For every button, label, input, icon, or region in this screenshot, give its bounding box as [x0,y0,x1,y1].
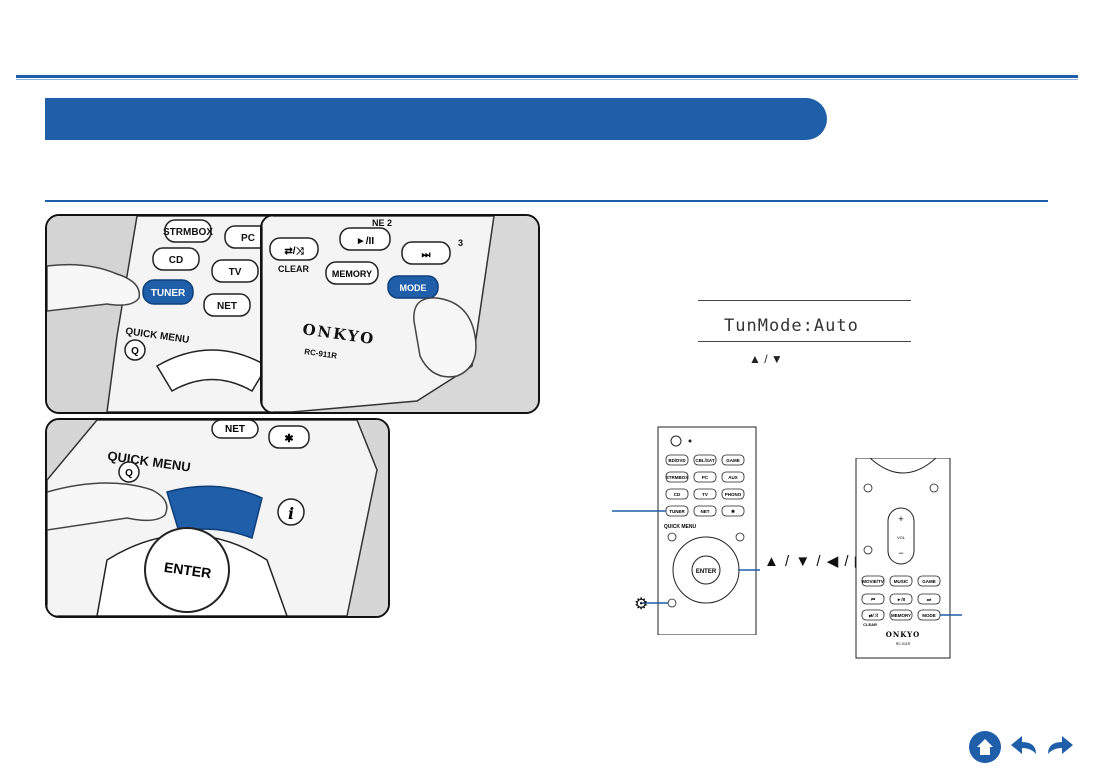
remote2-key-prev: ⏮ [871,597,875,602]
display-rule-bottom [698,341,911,342]
net-label: NET [225,424,245,435]
forward-arrow-icon [1048,736,1073,754]
info-label: i [288,504,294,523]
cursor-keys-callout: ▲ / ▼ / ◀ / ▶ [764,553,868,570]
remote-key-phono: PHONO [725,492,742,497]
tv-label: TV [229,267,242,278]
q-label: Q [125,468,133,479]
header-rule-thin [16,79,1078,80]
svg-text:−: − [898,548,903,558]
q-label: Q [131,346,139,357]
photo-mode-press: NE 2 3 ►/II ⏭ ⇄/⤨ CLEAR MEMORY MODE ONKY… [260,214,540,414]
display-rule-top [698,300,911,301]
svg-text:+: + [898,514,903,524]
remote-key-bd: BD/DVD [668,458,686,463]
mode-key[interactable] [387,275,439,299]
photo-tuner-press: STRMBOX PC CD TV TUNER NET QUICK MENU Q … [45,214,295,414]
strmbox-label: STRMBOX [163,227,213,238]
display-readout: TunMode:Auto [724,316,859,336]
tuner-label: TUNER [151,288,186,299]
q-key[interactable] [118,461,140,483]
finger [413,297,477,378]
remote2-key-play: ►/II [897,597,905,602]
net-key[interactable] [203,293,251,317]
remote-quick-menu: QUICK MENU [664,524,697,530]
zone-num: 3 [458,238,463,248]
info-key[interactable] [277,498,305,526]
remote2-key-movie: MOVIE/TV [862,579,884,584]
section-banner [45,98,827,140]
back-arrow-icon [1011,736,1036,754]
remote2-key-next: ⏭ [927,597,932,602]
remote-vol-label: VOL [897,535,906,540]
strmbox-key[interactable] [164,219,212,243]
remote-key-tv: TV [702,492,708,497]
enter-label: ENTER [163,559,212,581]
remote2-brand: ONKYO [886,630,921,639]
remote-key-game: GAME [726,458,740,463]
repeat-key[interactable] [269,237,319,261]
remote2-key-mode: MODE [922,613,936,618]
tv-key[interactable] [211,259,259,283]
finger [47,263,141,312]
svg-text:⏭: ⏭ [422,250,431,261]
remote-key-cd: CD [674,492,681,497]
remote2-clear-label: CLEAR [863,622,877,627]
remote2-key-memory: MEMORY [891,613,911,618]
finger [47,482,168,531]
remote-key-pc: PC [702,475,709,480]
remote-enter-label: ENTER [696,569,717,575]
memory-label: MEMORY [332,269,372,279]
remote-lower-illustration: + VOL − MOVIE/TV MUSIC GAME ⏮ ►/II ⏭ ⇄/⤨… [855,458,962,659]
remote2-key-music: MUSIC [894,579,909,584]
gear-icon: ⚙ [634,596,649,613]
remote-illustration: BD/DVD CBL/SAT GAME STRMBOX PC AUX CD TV… [612,426,760,635]
back-button[interactable] [1008,730,1040,764]
remote-key-bt: ✱ [731,509,736,514]
q-key[interactable] [124,339,146,361]
bluetooth-key[interactable] [268,425,310,449]
remote2-model: RC-911R [896,642,911,646]
header-rule [16,75,1078,78]
remote2-key-game: GAME [922,579,936,584]
tuner-key[interactable] [142,279,194,305]
remote-key-aux: AUX [728,475,738,480]
mode-label: MODE [400,283,427,293]
photo-cursor-press: NET ✱ QUICK MENU Q i ENTER [45,418,390,618]
enter-key[interactable] [144,527,230,613]
clear-label: CLEAR [278,264,309,274]
remote-key-net: NET [701,509,710,514]
remote-key-strmbox: STRMBOX [666,475,689,480]
cd-label: CD [169,255,183,266]
forward-button[interactable] [1044,730,1076,764]
remote2-key-repeat: ⇄/⤨ [869,612,878,619]
net-label: NET [217,301,237,312]
remote-key-cbl: CBL/SAT [695,458,714,463]
cd-key[interactable] [152,247,200,271]
skip-key[interactable] [401,241,451,265]
svg-text:►/II: ►/II [356,236,374,247]
section-rule [45,200,1048,202]
home-button[interactable] [968,730,1002,764]
play-pause-key[interactable] [339,227,391,251]
pc-label: PC [241,233,255,244]
memory-key[interactable] [325,261,379,285]
home-icon [977,739,993,755]
svg-text:⇄/⤨: ⇄/⤨ [284,246,304,257]
net-key[interactable] [211,420,259,439]
zone-label: NE 2 [372,218,392,228]
up-down-arrows: ▲ / ▼ [749,352,783,366]
bluetooth-icon: ✱ [284,433,293,445]
remote-key-tuner: TUNER [669,509,685,514]
